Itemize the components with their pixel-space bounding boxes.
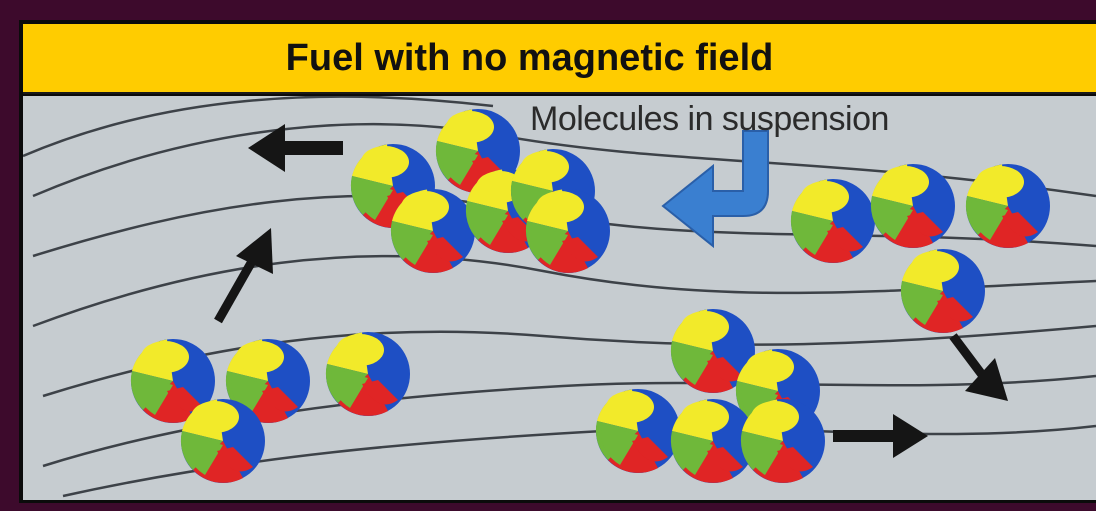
illustration-canvas: [23, 96, 1096, 498]
caption-molecules-in-suspension: Molecules in suspension: [530, 100, 889, 138]
arrow-up-right-icon: [214, 228, 273, 324]
molecule-cluster-right: [790, 164, 1050, 333]
molecule-cluster-bottom-center: [595, 309, 825, 483]
motion-arrows: [214, 124, 1008, 458]
title-bar: Fuel with no magnetic field: [23, 24, 1096, 94]
slide-title: Fuel with no magnetic field: [285, 37, 774, 79]
callout-arrow-icon: [661, 130, 769, 249]
arrow-right-icon: [833, 414, 928, 458]
arrow-down-right-icon: [949, 333, 1008, 401]
molecules-illustration: Molecules in suspension: [23, 96, 1096, 500]
arrow-left-icon: [248, 124, 343, 172]
